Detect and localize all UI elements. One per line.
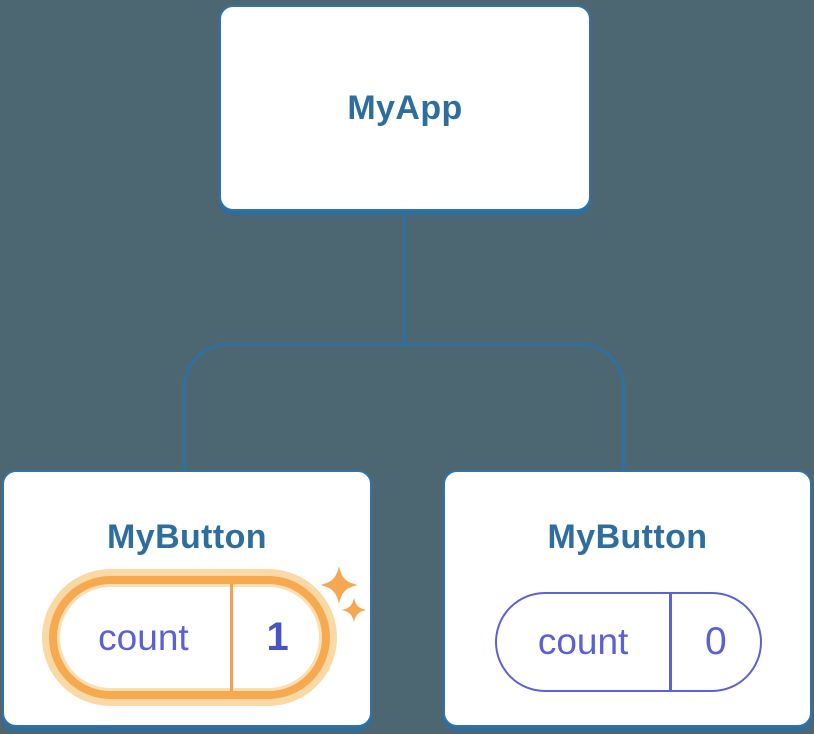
node-mybutton-2: MyButton count 0 — [443, 470, 812, 727]
state-value: 0 — [704, 620, 727, 663]
state-key: count — [537, 621, 629, 662]
connector-branch — [183, 343, 625, 470]
node-myapp: MyApp — [219, 5, 591, 211]
node-mybutton-1: MyButton count 1 — [2, 470, 372, 727]
state-pill: count 0 — [495, 592, 762, 692]
state-pill-highlighted: count 1 — [49, 576, 330, 699]
sparkle-icon — [320, 566, 358, 604]
state-value: 1 — [266, 615, 289, 659]
node-mybutton-1-label: MyButton — [107, 518, 267, 556]
state-pill-divider — [229, 584, 234, 691]
node-mybutton-2-label: MyButton — [547, 518, 708, 556]
state-pill-divider — [669, 594, 672, 690]
sparkle-icon — [341, 597, 367, 623]
connector-stem — [403, 206, 406, 346]
node-myapp-label: MyApp — [347, 88, 463, 127]
state-key: count — [98, 616, 189, 658]
